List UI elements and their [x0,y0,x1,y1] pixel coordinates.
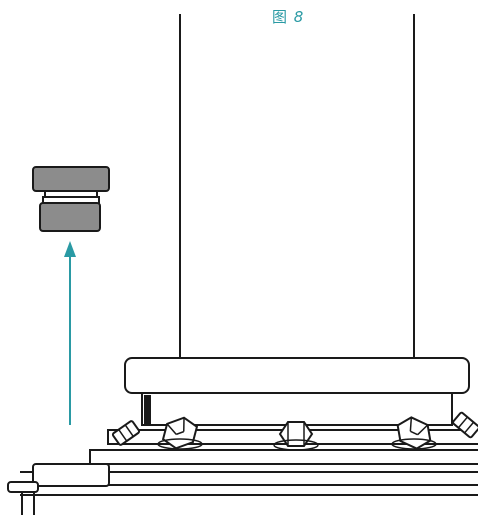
left-clamp [7,481,39,493]
cap-plug-icon [32,166,110,232]
bolt-washer [391,438,437,450]
bolt-washer [273,439,319,451]
figure-prefix: 图 [272,8,289,26]
flange-ring [124,357,470,394]
figure-caption: 图 8 [272,6,304,27]
side-block [32,463,110,487]
figure-number: 8 [293,8,305,26]
base-plate-middle [89,449,478,465]
bolt-icon [452,411,478,439]
flange-shadow [144,395,151,424]
bolt-washer [157,438,203,450]
bolt-icon [111,420,141,446]
bolt-icon [278,421,314,447]
arrow-up-icon [64,241,76,425]
